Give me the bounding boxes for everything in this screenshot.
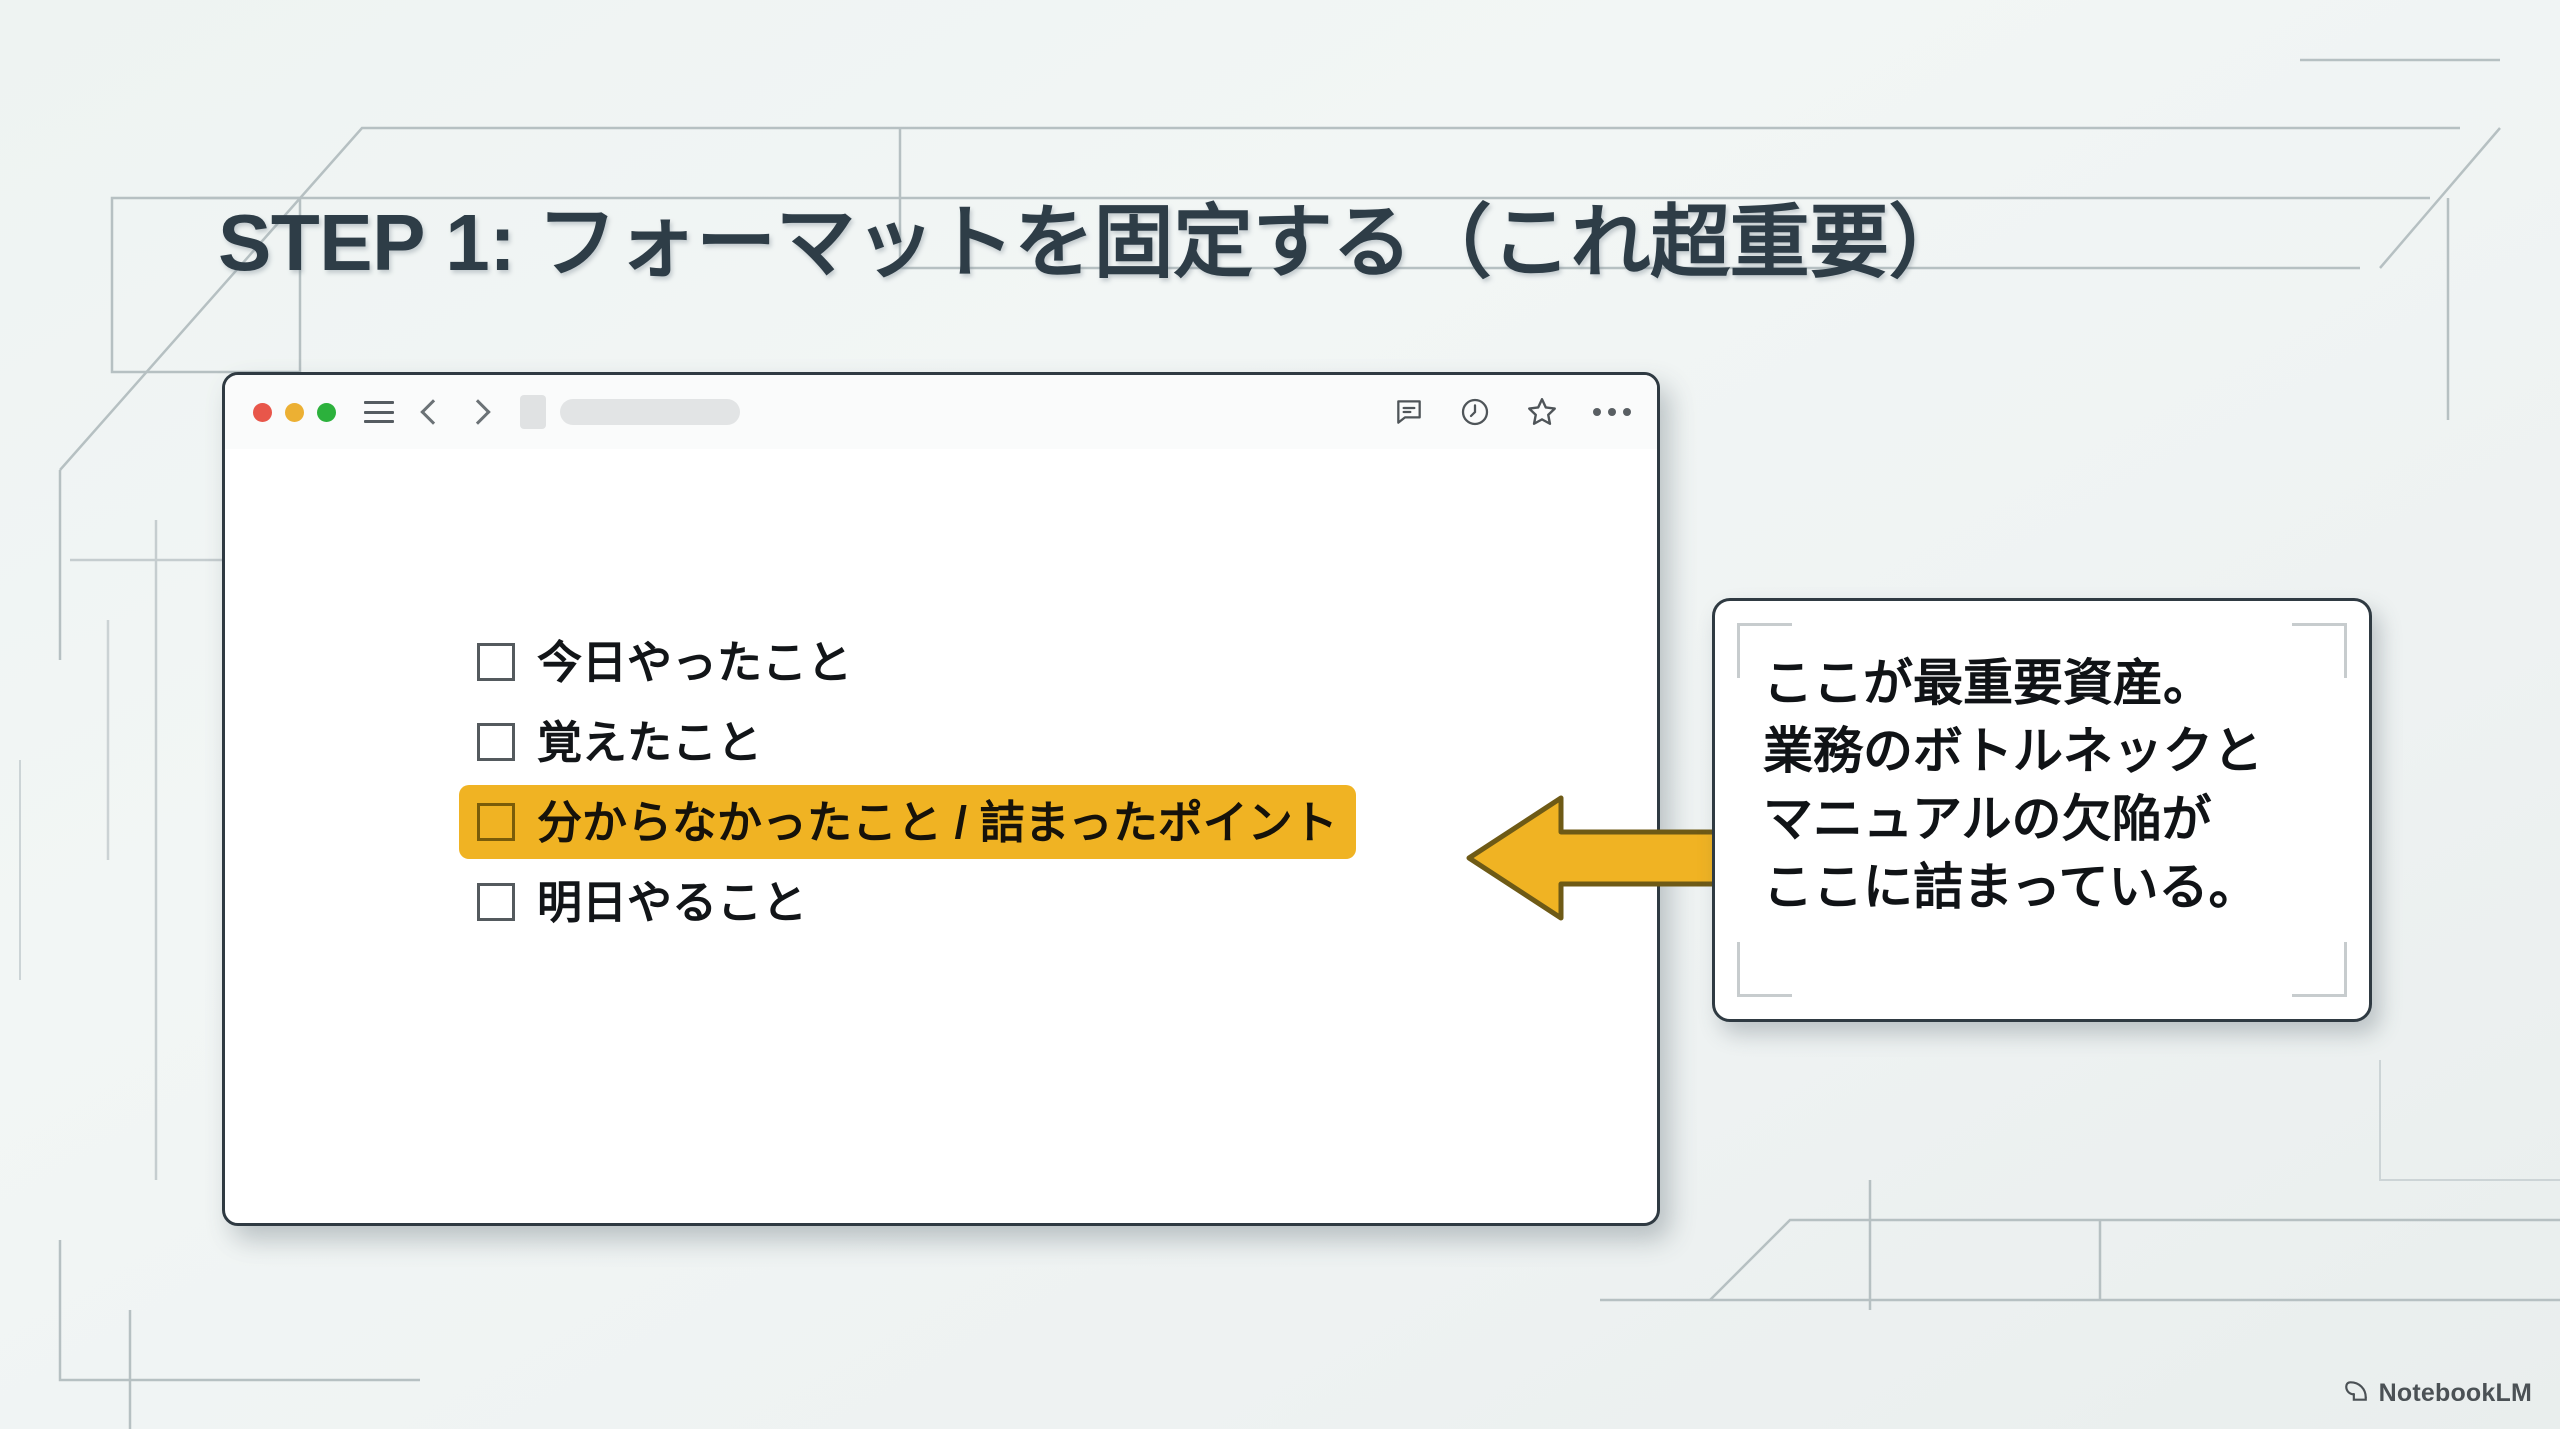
maximize-window-button[interactable] [317, 402, 336, 422]
checkbox-icon[interactable] [477, 723, 515, 761]
checklist-item-highlighted[interactable]: 分からなかったこと / 詰まったポイント [459, 785, 1356, 859]
close-window-button[interactable] [253, 402, 272, 422]
checklist-item[interactable]: 覚えたこと [459, 705, 1356, 779]
checklist-item-label: 分からなかったこと / 詰まったポイント [537, 796, 1338, 848]
minimize-window-button[interactable] [285, 402, 304, 422]
checklist: 今日やったこと 覚えたこと 分からなかったこと / 詰まったポイント 明日やるこ… [459, 625, 1356, 945]
corner-bracket-icon [1737, 942, 1792, 997]
corner-bracket-icon [2292, 942, 2347, 997]
callout-line: マニュアルの欠陥が [1763, 791, 2212, 847]
browser-toolbar-actions [1393, 395, 1631, 429]
tab-thumbnail[interactable] [520, 395, 546, 429]
browser-window: 今日やったこと 覚えたこと 分からなかったこと / 詰まったポイント 明日やるこ… [222, 372, 1660, 1226]
checklist-item-label: 今日やったこと [537, 636, 853, 688]
checklist-item-label: 明日やること [537, 876, 808, 928]
callout-line: ここが最重要資産。 [1763, 655, 2213, 711]
forward-chevron-icon[interactable] [466, 397, 490, 427]
checklist-item[interactable]: 今日やったこと [459, 625, 1356, 699]
back-chevron-icon[interactable] [418, 397, 442, 427]
history-clock-icon[interactable] [1459, 396, 1491, 428]
checkbox-icon[interactable] [477, 803, 515, 841]
footer-brand: NotebookLM [2343, 1378, 2532, 1409]
footer-brand-label: NotebookLM [2378, 1379, 2532, 1407]
browser-toolbar [225, 375, 1657, 449]
callout-text: ここが最重要資産。 業務のボトルネックと マニュアルの欠陥が ここに詰まっている… [1763, 649, 2339, 921]
address-bar[interactable] [560, 399, 740, 425]
corner-bracket-icon [2292, 623, 2347, 678]
checklist-item[interactable]: 明日やること [459, 865, 1356, 939]
callout-line: 業務のボトルネックと [1763, 723, 2263, 779]
callout-line: ここに詰まっている。 [1763, 859, 2259, 915]
notebooklm-spiral-icon [2343, 1378, 2369, 1409]
callout-box: ここが最重要資産。 業務のボトルネックと マニュアルの欠陥が ここに詰まっている… [1712, 598, 2372, 1022]
more-options-icon[interactable] [1593, 408, 1631, 416]
window-controls [253, 402, 336, 422]
checklist-item-label: 覚えたこと [537, 716, 763, 768]
checkbox-icon[interactable] [477, 883, 515, 921]
corner-bracket-icon [1737, 623, 1792, 678]
page-title: STEP 1: フォーマットを固定する（これ超重要） [218, 198, 1969, 287]
comment-icon[interactable] [1393, 396, 1425, 428]
star-bookmark-icon[interactable] [1525, 395, 1559, 429]
hamburger-menu-icon[interactable] [364, 401, 394, 423]
checkbox-icon[interactable] [477, 643, 515, 681]
